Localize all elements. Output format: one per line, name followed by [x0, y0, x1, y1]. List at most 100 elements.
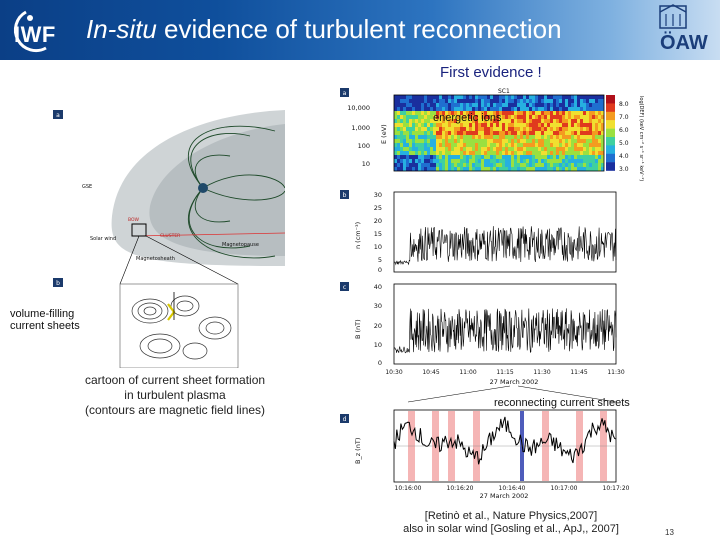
spectrogram-cell	[505, 159, 508, 163]
spectrogram-cell	[508, 107, 511, 111]
spectrogram-cell	[565, 119, 568, 123]
spectrogram-cell	[580, 147, 583, 151]
spectrogram-cell	[406, 155, 409, 159]
spectrogram-cell	[475, 167, 478, 171]
spectrogram-cell	[475, 143, 478, 147]
spectrogram-cell	[571, 151, 574, 155]
spectrogram-cell	[400, 119, 403, 123]
spectrogram-cell	[499, 103, 502, 107]
spectrogram-cell	[526, 135, 529, 139]
spectrogram-cell	[400, 163, 403, 167]
label-solar-wind: Solar wind	[90, 236, 116, 242]
spectrogram-cell	[460, 99, 463, 103]
spectrogram-cell	[478, 95, 481, 99]
spectrogram-cell	[493, 143, 496, 147]
spectrogram-cell	[478, 131, 481, 135]
spectrogram-cell	[598, 103, 601, 107]
spectrogram-cell	[445, 159, 448, 163]
spectrogram-cell	[535, 127, 538, 131]
spectrogram-cell	[421, 119, 424, 123]
spectrogram-cell	[586, 107, 589, 111]
spectrogram-cell	[439, 119, 442, 123]
spectrogram-cell	[553, 159, 556, 163]
spectrogram-cell	[595, 107, 598, 111]
spectrogram-cell	[511, 167, 514, 171]
spectrogram-cell	[550, 167, 553, 171]
spectrogram-cell	[403, 119, 406, 123]
spectrogram-cell	[472, 139, 475, 143]
spectrogram-cell	[547, 143, 550, 147]
spectrogram-cell	[394, 119, 397, 123]
spectrogram-cell	[418, 159, 421, 163]
spectrogram-cell	[583, 127, 586, 131]
spectrogram-cell	[541, 135, 544, 139]
spectrogram-cell	[499, 155, 502, 159]
spectrogram-cell	[553, 123, 556, 127]
spectrogram-cell	[424, 147, 427, 151]
spectrogram-cell	[436, 131, 439, 135]
spectrogram-cell	[397, 127, 400, 131]
spectrogram-cell	[433, 167, 436, 171]
spectrogram-cell	[484, 99, 487, 103]
spectrogram-cell	[505, 167, 508, 171]
xtick-main: 11:30	[607, 369, 624, 376]
spectrogram-cell	[598, 135, 601, 139]
spectrogram-cell	[409, 151, 412, 155]
spectrogram-cell	[403, 143, 406, 147]
spectrogram-cell	[562, 151, 565, 155]
spectrogram-cell	[412, 111, 415, 115]
spectrogram-cell	[478, 163, 481, 167]
iwf-logo-text: IWF	[14, 22, 56, 47]
ylabel-a: E (eV)	[380, 124, 388, 144]
spectrogram-cell	[487, 107, 490, 111]
spectrogram-cell	[547, 95, 550, 99]
spectrogram-cell	[520, 99, 523, 103]
spectrogram-cell	[520, 139, 523, 143]
spectrogram-cell	[538, 147, 541, 151]
spectrogram-cell	[505, 107, 508, 111]
spectrogram-cell	[421, 159, 424, 163]
spectrogram-cell	[595, 131, 598, 135]
spectrogram-cell	[475, 163, 478, 167]
spectrogram-cell	[424, 127, 427, 131]
spectrogram-cell	[574, 135, 577, 139]
spectrogram-cell	[403, 159, 406, 163]
spectrogram-cell	[436, 139, 439, 143]
spectrogram-cell	[466, 127, 469, 131]
spectrogram-cell	[460, 95, 463, 99]
spectrogram-cell	[505, 151, 508, 155]
spectrogram-cell	[532, 123, 535, 127]
spectrogram-cell	[409, 167, 412, 171]
spectrogram-cell	[541, 95, 544, 99]
spectrogram-cell	[397, 139, 400, 143]
spectrogram-cell	[541, 123, 544, 127]
spectrogram-cell	[397, 115, 400, 119]
spectrogram-cell	[400, 95, 403, 99]
spectrogram-cell	[553, 143, 556, 147]
spectrogram-cell	[583, 123, 586, 127]
label-magnetopause: Magnetopause	[222, 242, 259, 248]
spectrogram-cell	[589, 151, 592, 155]
spectrogram-cell	[415, 163, 418, 167]
spectrogram-cell	[595, 135, 598, 139]
spectrogram-cell	[442, 95, 445, 99]
spectrogram-cell	[496, 131, 499, 135]
spectrogram-cell	[433, 107, 436, 111]
spectrogram-cell	[439, 95, 442, 99]
spectrogram-cell	[544, 147, 547, 151]
spectrogram-cell	[481, 143, 484, 147]
spectrogram-cell	[469, 143, 472, 147]
spectrogram-cell	[514, 111, 517, 115]
spectrogram-cell	[517, 135, 520, 139]
spectrogram-cell	[448, 111, 451, 115]
spectrogram-cell	[403, 115, 406, 119]
cbtick-4: 4.0	[619, 153, 629, 160]
spectrogram-cell	[460, 131, 463, 135]
tag-c: c	[343, 284, 346, 291]
ytick-b-0: 30	[374, 191, 382, 199]
spectrogram-cell	[583, 111, 586, 115]
spectrogram-cell	[562, 115, 565, 119]
spectrogram-cell	[577, 135, 580, 139]
spectrogram-cell	[418, 95, 421, 99]
spectrogram-cell	[574, 155, 577, 159]
